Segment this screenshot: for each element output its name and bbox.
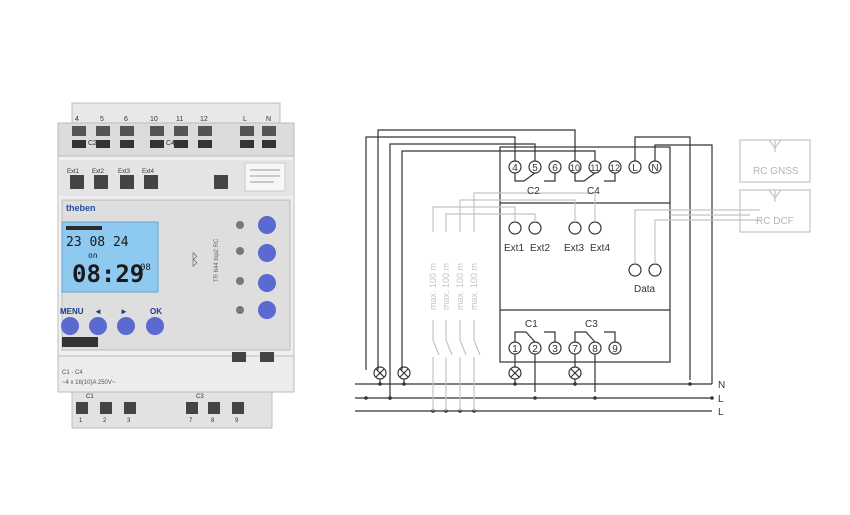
dev-ext-label: Ext3 [118, 169, 131, 175]
ok-button[interactable] [146, 317, 164, 335]
dev-top-terminal: 5 [100, 116, 104, 123]
rail-junctions [364, 382, 714, 413]
rail-label-l2: L [718, 407, 724, 418]
top-terminal-label: 5 [532, 163, 538, 174]
channel-range: C1 - C4 [62, 370, 83, 376]
top-terminal-label: N [651, 163, 658, 174]
gnss-antenna-icon [768, 139, 782, 152]
dev-bottom-terminal: 1 [79, 418, 83, 424]
dev-top-terminal: 12 [200, 116, 208, 123]
dev-top-terminal: L [243, 116, 247, 123]
dev-ext-label: Ext4 [142, 169, 155, 175]
dev-top-terminal: N [266, 116, 271, 123]
wiring-diagram [355, 129, 714, 413]
top-terminal-label: 4 [512, 163, 518, 174]
bottom-terminal-label: 7 [572, 344, 578, 355]
bottom-terminal-label: 9 [612, 344, 618, 355]
rating-text: ~4 x 16(10)A 250V~ [62, 380, 116, 386]
dev-top-group: C2 [88, 140, 97, 147]
menu-button[interactable] [61, 317, 79, 335]
dev-bottom-terminal: 9 [235, 418, 239, 424]
model-name: TR 644 top2 RC [214, 238, 220, 282]
channel-2-button[interactable] [258, 244, 276, 262]
dev-bottom-group: C3 [196, 394, 204, 400]
left-arrow-label: ◄ [94, 307, 102, 316]
dev-top-terminal: 6 [124, 116, 128, 123]
lcd-time: 08:29 [72, 260, 144, 288]
left-button[interactable] [89, 317, 107, 335]
top-terminal-row [72, 126, 276, 148]
top-terminal-label: 6 [552, 163, 558, 174]
group-label-c2: C2 [527, 186, 540, 197]
rc-gnss-label: RC GNSS [753, 166, 799, 177]
group-label-c4: C4 [587, 186, 600, 197]
ext-label: Ext3 [564, 243, 584, 254]
group-label-c3: C3 [585, 319, 598, 330]
top-terminal-label: 12 [610, 163, 620, 173]
dev-bottom-group: C1 [86, 394, 94, 400]
lcd-date: 23 08 24 [66, 235, 129, 250]
channel-3-button[interactable] [258, 274, 276, 292]
bottom-terminal-label: 2 [532, 344, 538, 355]
dev-bottom-terminal: 3 [127, 418, 131, 424]
ext-terminals [508, 221, 602, 235]
dev-ext-label: Ext2 [92, 169, 105, 175]
lcd-mode: on [88, 251, 98, 260]
rail-label-l1: L [718, 394, 724, 405]
top-terminal-label: 11 [590, 163, 599, 173]
ok-label: OK [150, 307, 162, 316]
menu-label: MENU [60, 307, 84, 316]
dev-bottom-terminal: 7 [189, 418, 193, 424]
bluetooth-icon: ᛒ [190, 252, 200, 269]
ext-wiring [432, 139, 811, 411]
channel-4-button[interactable] [258, 301, 276, 319]
channel-controls [236, 216, 276, 319]
bottom-terminal-label: 8 [592, 344, 598, 355]
bottom-terminals [508, 341, 622, 355]
data-label: Data [634, 284, 656, 295]
cable-length-label: max. 100 m [469, 263, 479, 310]
dev-bottom-terminal: 8 [211, 418, 215, 424]
time-switch-device: 4 5 6 10 11 12 L N C2 C4 Ext1 Ext2 Ext3 … [57, 102, 295, 429]
cable-length-label: max. 100 m [441, 263, 451, 310]
dev-top-group: C4 [166, 140, 175, 147]
group-label-c1: C1 [525, 319, 538, 330]
cable-length-label: max. 100 m [455, 263, 465, 310]
rail-label-n: N [718, 380, 725, 391]
channel-1-button[interactable] [258, 216, 276, 234]
device-outline [499, 146, 671, 363]
ext-label: Ext4 [590, 243, 610, 254]
dcf-antenna-icon [768, 189, 782, 202]
dev-top-terminal: 11 [176, 116, 183, 123]
bottom-terminal-label: 3 [552, 344, 558, 355]
dev-top-terminal: 10 [150, 116, 158, 123]
cable-length-label: max. 100 m [428, 263, 438, 310]
dev-bottom-terminal: 2 [103, 418, 107, 424]
dev-top-terminal: 4 [75, 116, 79, 123]
lcd-seconds: 08 [140, 263, 151, 273]
top-terminal-label: 10 [570, 163, 580, 173]
brand-logo: theben [66, 203, 96, 213]
ext-terminal-row [70, 175, 228, 189]
top-terminal-label: L [632, 163, 638, 174]
bottom-terminal-row [76, 402, 244, 414]
right-arrow-label: ► [120, 307, 128, 316]
ext-label: Ext2 [530, 243, 550, 254]
dev-ext-label: Ext1 [67, 169, 80, 175]
lamp-loads [373, 366, 582, 380]
ext-label: Ext1 [504, 243, 524, 254]
lcd-display [61, 221, 159, 293]
bottom-terminal-label: 1 [512, 344, 518, 355]
rc-dcf-label: RC DCF [756, 216, 794, 227]
right-button[interactable] [117, 317, 135, 335]
